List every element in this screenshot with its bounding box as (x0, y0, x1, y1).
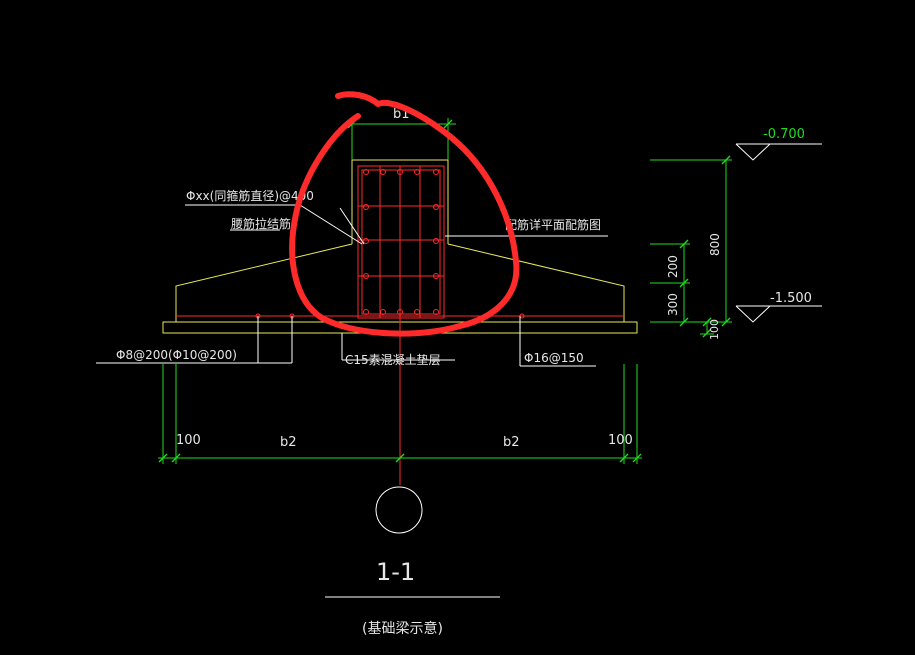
rebar-dot (433, 204, 439, 210)
stirrup-note: Φxx(同箍筋直径)@400 (186, 188, 314, 203)
rebar-cage (176, 165, 624, 319)
rebar-dot (380, 169, 386, 175)
elevation-bottom: -1.500 (770, 291, 812, 306)
axis-circle (375, 486, 423, 534)
rebar-dot (397, 169, 403, 175)
section-subtitle: (基础梁示意) (362, 620, 443, 637)
plan-ref-note: 配筋详平面配筋图 (505, 217, 601, 232)
footing-right-slope (447, 243, 625, 322)
rebar-dot (363, 238, 369, 244)
dim-right-half: b2 (503, 435, 520, 450)
rebar-dot (433, 238, 439, 244)
dim-right-edge: 100 (608, 433, 633, 448)
annotations: b1 Φxx(同箍筋直径)@400 腰筋拉结筋 配筋详平面配筋图 Φ8@200(… (116, 107, 812, 637)
rebar-dot (363, 169, 369, 175)
rebar-dot (414, 169, 420, 175)
rebar-dot (433, 169, 439, 175)
rebar-dot (363, 309, 369, 315)
elevation-triangle (735, 305, 772, 323)
dimensions (158, 118, 732, 464)
elevation-markers (735, 143, 822, 323)
dim-left-edge: 100 (176, 433, 201, 448)
rebar-dot (414, 309, 420, 315)
dim-total-height: 800 (708, 233, 722, 256)
leader-lines (96, 204, 608, 598)
elevation-top: -0.700 (763, 127, 805, 142)
elevation-triangle (735, 143, 772, 161)
dim-rib-height: 200 (666, 255, 680, 278)
stirrup-outer (357, 165, 445, 319)
dim-slab-height: 300 (666, 293, 680, 316)
cushion-note: C15素混凝土垫层 (345, 352, 441, 367)
footing-left-slope (175, 243, 353, 322)
markup-circle-annotation (289, 91, 520, 337)
stirrup-inner (361, 169, 441, 315)
column-outline (351, 159, 449, 244)
dim-left-half: b2 (280, 435, 297, 450)
section-title: 1-1 (376, 558, 415, 586)
rebar-dot (397, 309, 403, 315)
rebar-dot (433, 309, 439, 315)
bottom-right-bar-note: Φ16@150 (524, 351, 584, 365)
rebar-dot (433, 273, 439, 279)
dim-cushion-height: 100 (708, 319, 721, 340)
rebar-dot (363, 273, 369, 279)
leader (299, 204, 363, 245)
tie-bar-note: 腰筋拉结筋 (231, 216, 291, 231)
rebar-dot (363, 204, 369, 210)
leader (339, 207, 365, 245)
rebar-dot (380, 309, 386, 315)
bottom-left-bar-note: Φ8@200(Φ10@200) (116, 348, 237, 362)
